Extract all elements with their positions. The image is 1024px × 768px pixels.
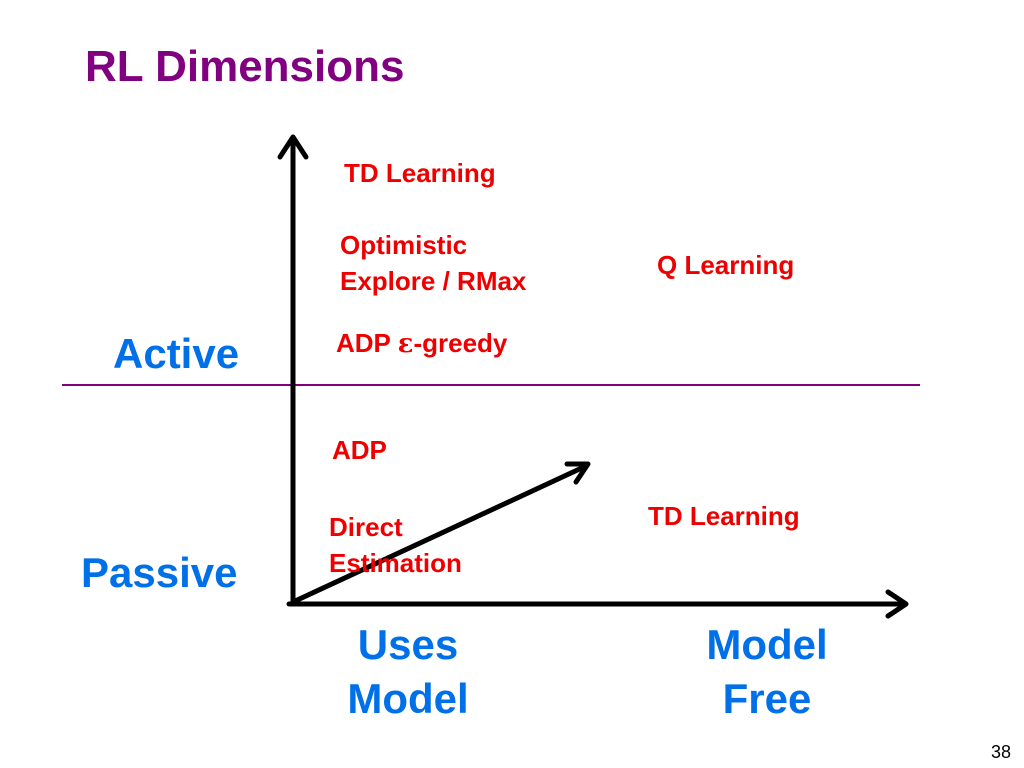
adp-greedy-prefix: ADP [336, 328, 398, 358]
page-number: 38 [991, 742, 1012, 762]
q-learning-label: Q Learning [657, 250, 795, 280]
optimistic-explore-label: Optimistic Explore / RMax [340, 227, 526, 299]
epsilon-symbol: ε [397, 329, 414, 359]
uses-model-line-2: Model [347, 675, 469, 722]
adp-epsilon-greedy-label: ADP ε-greedy [336, 325, 507, 362]
adp-greedy-suffix: -greedy [413, 328, 508, 358]
diagonal-axis-arrowhead [564, 461, 591, 485]
diagonal-axis [290, 463, 589, 605]
active-axis-label: Active [113, 330, 240, 377]
optimistic-line-2: Explore / RMax [340, 266, 527, 296]
model-free-line-2: Free [722, 675, 812, 722]
adp-passive-label: ADP [332, 435, 387, 465]
td-learning-active-label: TD Learning [344, 158, 496, 188]
uses-model-axis-label: Uses Model [318, 618, 498, 726]
direct-estimation-label: Direct Estimation [329, 509, 462, 581]
slide-title: RL Dimensions [85, 42, 405, 91]
td-learning-passive-label: TD Learning [648, 501, 800, 531]
vertical-axis-arrowhead [277, 134, 309, 160]
direct-estimation-line-2: Estimation [329, 548, 462, 578]
passive-axis-label: Passive [81, 549, 238, 596]
model-free-line-1: Model [706, 621, 828, 668]
optimistic-line-1: Optimistic [340, 230, 468, 260]
model-free-axis-label: Model Free [677, 618, 857, 726]
direct-estimation-line-1: Direct [329, 512, 403, 542]
horizontal-axis-arrowhead [885, 589, 909, 619]
uses-model-line-1: Uses [357, 621, 459, 668]
